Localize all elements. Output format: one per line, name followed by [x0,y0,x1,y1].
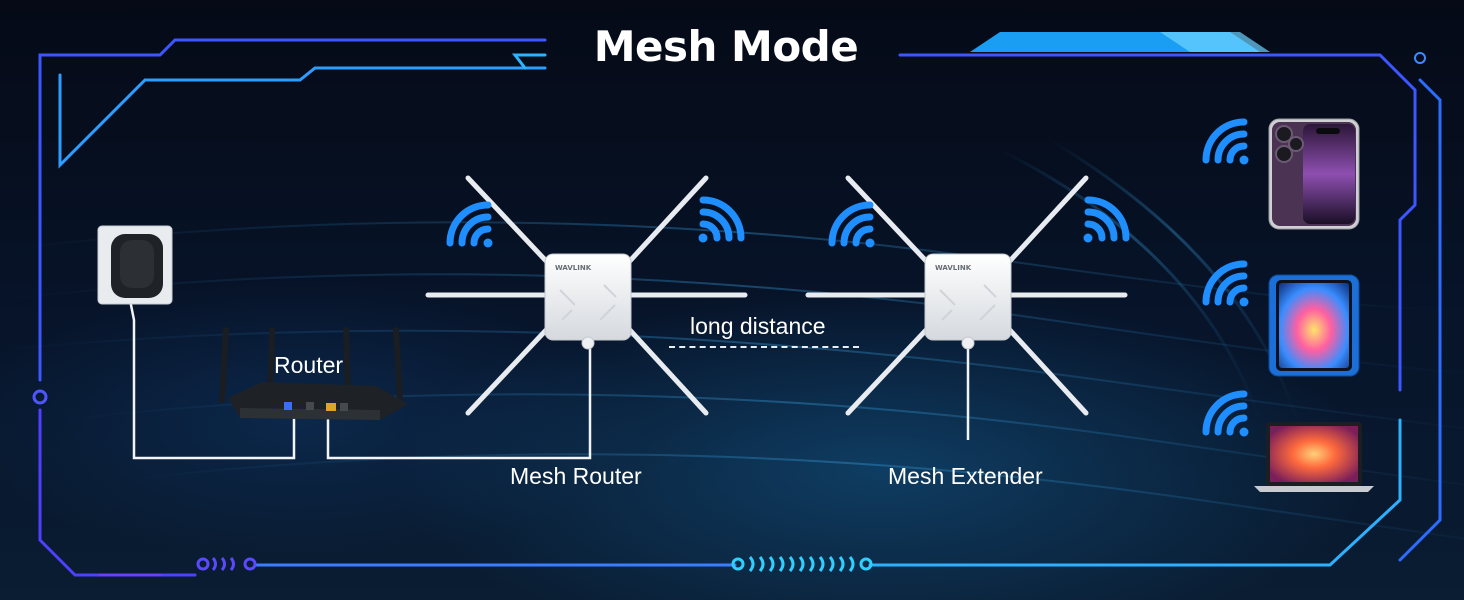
mesh-extender-icon: WAVLINK [805,175,1128,416]
bottom-chevrons-center [731,556,873,572]
page-title: Mesh Mode [593,22,859,71]
wifi-signal-icon [1202,390,1249,437]
long-distance-dashed-line [669,346,859,348]
wifi-signal-icon [1202,260,1249,307]
cables [128,299,970,460]
wifi-signal-icon [1083,196,1130,243]
wifi-signal-icon [698,196,745,243]
wifi-signal-icon [828,201,875,248]
device-brand-label: WAVLINK [935,264,972,272]
mesh-router-label: Mesh Router [510,463,642,489]
long-distance-label: long distance [690,313,826,339]
tablet-icon [1268,274,1360,377]
bottom-chevrons-left [196,557,257,571]
smartphone-icon [1268,118,1360,230]
wall-outlet-icon [97,225,173,305]
router-label: Router [274,352,344,378]
wifi-signal-icon [446,201,493,248]
mesh-extender-label: Mesh Extender [888,463,1043,489]
wifi-signal-icon [1202,118,1249,165]
router-icon [219,327,408,420]
device-brand-label: WAVLINK [555,264,592,272]
mesh-router-icon: WAVLINK [425,175,748,416]
laptop-icon [1254,422,1374,492]
